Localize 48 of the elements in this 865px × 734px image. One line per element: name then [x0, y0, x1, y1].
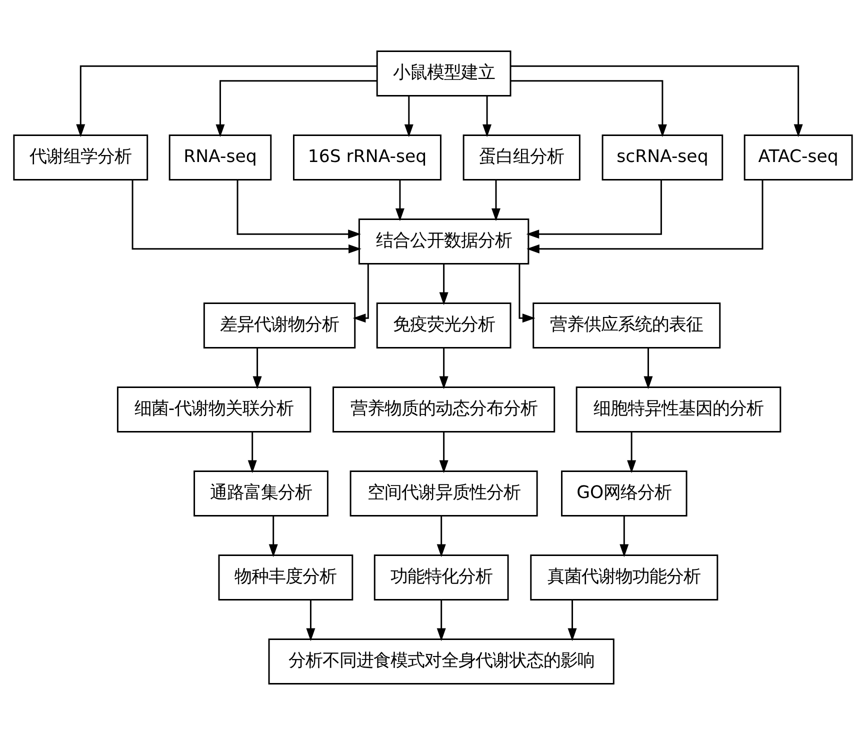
node-box: scRNA-seq: [601, 134, 723, 180]
arrow: [510, 64, 802, 137]
arrow: [526, 180, 763, 253]
arrow: [352, 264, 368, 322]
arrow: [131, 180, 361, 253]
arrow: [394, 180, 404, 221]
arrow: [526, 180, 662, 238]
node-box: 免疫荧光分析: [376, 302, 511, 348]
node-box: 细胞特异性基因的分析: [575, 386, 781, 432]
node-box: RNA-seq: [168, 134, 272, 180]
arrow: [567, 600, 576, 641]
arrow: [491, 180, 500, 221]
node-box: 分析不同进食模式对全身代谢状态的影响: [268, 638, 614, 684]
arrow: [268, 516, 278, 557]
arrow: [518, 264, 535, 322]
node-box: GO网络分析: [560, 470, 687, 516]
node-box: 代谢组学分析: [12, 134, 148, 180]
arrow: [438, 348, 448, 389]
arrow: [306, 600, 315, 641]
arrow: [619, 516, 628, 557]
arrow: [438, 264, 448, 305]
arrow: [626, 432, 636, 473]
arrow: [482, 96, 492, 137]
node-box: 功能特化分析: [373, 554, 508, 600]
node-box: 真菌代谢物功能分析: [530, 554, 718, 600]
node-box: 营养供应系统的表征: [532, 302, 720, 348]
arrow: [438, 432, 448, 473]
node-box: 差异代谢物分析: [202, 302, 356, 348]
arrow: [436, 600, 446, 641]
node-box: 细菌-代谢物关联分析: [116, 386, 311, 432]
node-box: 16S rRNA-seq: [292, 134, 441, 180]
node-box: 空间代谢异质性分析: [349, 470, 538, 516]
arrow: [236, 180, 360, 238]
arrow: [510, 80, 666, 137]
arrow: [215, 80, 376, 137]
arrow: [436, 516, 446, 557]
node-box: ATAC-seq: [743, 134, 852, 180]
arrow: [76, 64, 376, 137]
arrow: [404, 96, 413, 137]
node-box: 小鼠模型建立: [376, 50, 511, 96]
node-box: 物种丰度分析: [218, 554, 353, 600]
arrow: [252, 348, 262, 389]
node-box: 营养物质的动态分布分析: [332, 386, 555, 432]
node-box: 结合公开数据分析: [358, 218, 529, 264]
node-box: 蛋白组分析: [462, 134, 580, 180]
arrow: [643, 348, 652, 389]
node-box: 通路富集分析: [193, 470, 328, 516]
arrow: [247, 432, 256, 473]
